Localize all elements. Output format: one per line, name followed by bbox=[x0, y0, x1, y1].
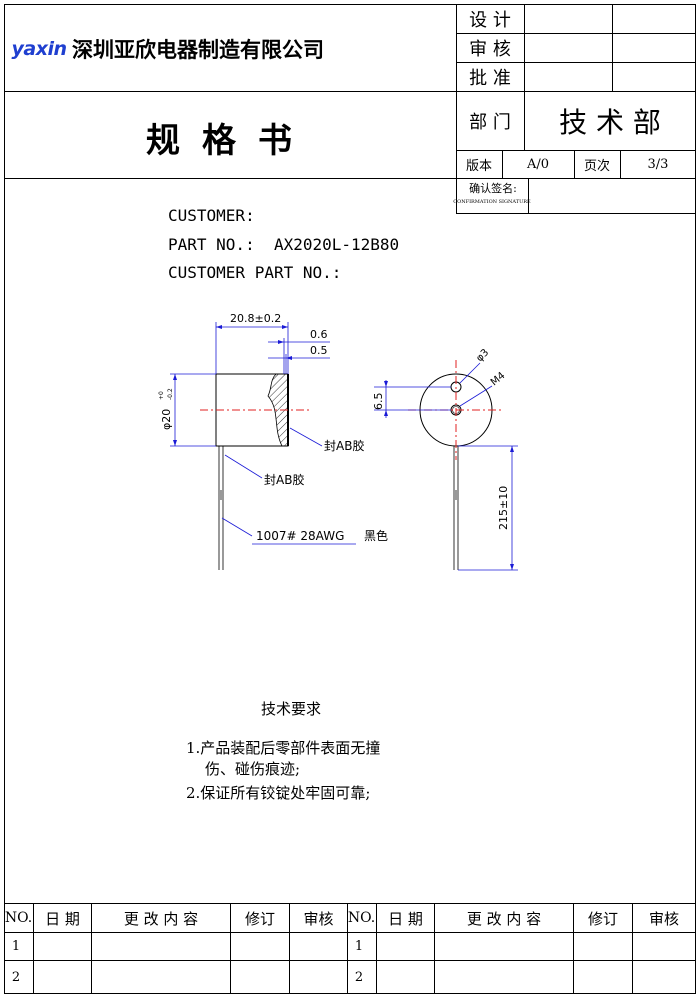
header-hline-title bbox=[4, 178, 696, 179]
dim-dia-tol-top: +0 bbox=[158, 391, 165, 400]
dim-length-label: 20.8±0.2 bbox=[230, 312, 281, 325]
dim-dia-tol-bot: -0.2 bbox=[167, 388, 174, 400]
leader-phi3 bbox=[459, 362, 481, 384]
ver-vline-2 bbox=[574, 150, 575, 178]
rev-hline-top bbox=[4, 903, 696, 904]
rev-vline-7 bbox=[434, 903, 435, 993]
approval-approve-signature[interactable] bbox=[525, 63, 611, 90]
version-label: 版本 bbox=[465, 158, 492, 174]
requirements-title: 技术要求 bbox=[261, 700, 322, 718]
rev-vline-2 bbox=[91, 903, 92, 993]
approval-design-signature[interactable] bbox=[525, 5, 611, 32]
rev-vline-6 bbox=[376, 903, 377, 993]
dim-06-label: 0.6 bbox=[310, 328, 328, 341]
department-value: 技 术 部 bbox=[559, 105, 661, 139]
leader-m4 bbox=[459, 385, 493, 407]
approval-vline-1 bbox=[524, 4, 525, 91]
rev-row-1-no-2: 1 bbox=[354, 939, 364, 954]
rev-vline-9 bbox=[632, 903, 633, 993]
company-name: 深圳亚欣电器制造有限公司 bbox=[72, 38, 324, 62]
requirement-1: 1.产品装配后零部件表面无撞 bbox=[186, 739, 381, 757]
approval-label-design: 设 计 bbox=[469, 9, 511, 31]
ver-vline-1 bbox=[502, 150, 503, 178]
requirement-1-cont: 伤、碰伤痕迹; bbox=[205, 760, 301, 778]
wire-front bbox=[453, 446, 459, 570]
confirm-signature-field[interactable] bbox=[529, 179, 695, 213]
confirm-sublabel: CONFIRMATION SIGNATURE bbox=[453, 199, 531, 205]
dim-65-label: 6.5 bbox=[372, 393, 385, 411]
frame-top bbox=[4, 4, 696, 5]
header-hline-company bbox=[4, 91, 696, 92]
requirement-2: 2.保证所有铰锭处牢固可靠; bbox=[186, 784, 371, 802]
leader-wire bbox=[221, 517, 253, 537]
rev-row-2-no-2: 2 bbox=[354, 969, 364, 985]
rev-vline-4 bbox=[289, 903, 290, 993]
part-number: PART NO.: AX2020L-12B80 bbox=[168, 235, 400, 254]
confirm-hline bbox=[456, 213, 696, 214]
company-logo: yaxin bbox=[11, 38, 67, 60]
wire-color-label: 黑色 bbox=[364, 529, 388, 543]
rev-header-check: 审核 bbox=[303, 909, 334, 928]
dim-215-label: 215±10 bbox=[497, 486, 510, 530]
page-value: 3/3 bbox=[647, 156, 669, 172]
dim-05-label: 0.5 bbox=[310, 344, 328, 357]
technical-drawing: 20.8±0.2 0.6 0.5 φ20 +0 -0.2 封AB胶 封AB胶 1… bbox=[158, 312, 518, 571]
approval-label-approve: 批 准 bbox=[469, 67, 511, 89]
customer-part-number: CUSTOMER PART NO.: bbox=[168, 263, 342, 282]
seal-label-1: 封AB胶 bbox=[324, 438, 364, 453]
rev-header-revise: 修订 bbox=[244, 909, 275, 928]
dim-m4-label: M4 bbox=[489, 370, 508, 388]
rev-header-check-2: 审核 bbox=[648, 909, 679, 928]
dept-vline bbox=[524, 91, 525, 150]
seal-label-2: 封AB胶 bbox=[264, 472, 304, 487]
approval-hline-1 bbox=[456, 33, 696, 34]
rev-header-content-2: 更 改 内 容 bbox=[466, 909, 542, 928]
leader-seal-2 bbox=[224, 454, 263, 479]
rev-header-revise-2: 修订 bbox=[587, 909, 618, 928]
department-label: 部 门 bbox=[469, 111, 511, 133]
rev-vline-3 bbox=[230, 903, 231, 993]
confirm-label: 确认签名: bbox=[469, 182, 517, 195]
customer-label: CUSTOMER: bbox=[168, 206, 255, 225]
dim-phi3-label: φ3 bbox=[474, 347, 491, 364]
dept-hline bbox=[456, 150, 696, 151]
rev-header-no: NO. bbox=[4, 910, 33, 926]
confirm-vline bbox=[528, 178, 529, 213]
frame-right bbox=[695, 4, 696, 994]
rev-vline-8 bbox=[573, 903, 574, 993]
rev-header-date-2: 日 期 bbox=[388, 909, 423, 928]
rev-hline-2 bbox=[4, 960, 696, 961]
approval-vline-2 bbox=[612, 4, 613, 91]
wire-side bbox=[218, 446, 224, 570]
rev-header-content: 更 改 内 容 bbox=[123, 909, 199, 928]
rev-header-date: 日 期 bbox=[45, 909, 80, 928]
rev-hline-1 bbox=[4, 932, 696, 933]
wire-spec-label: 1007# 28AWG bbox=[256, 529, 344, 543]
approval-hline-2 bbox=[456, 62, 696, 63]
frame-bottom bbox=[4, 993, 696, 994]
section-hatch bbox=[267, 373, 289, 447]
rev-vline-1 bbox=[33, 903, 34, 993]
page-label: 页次 bbox=[583, 158, 610, 174]
rev-vline-5 bbox=[347, 903, 348, 993]
version-value: A/0 bbox=[526, 156, 550, 172]
leader-seal-1 bbox=[289, 427, 323, 447]
rev-row-2-no: 2 bbox=[11, 969, 21, 985]
frame-left bbox=[4, 4, 5, 994]
dim-dia-label: φ20 bbox=[160, 409, 173, 430]
header-vline-main bbox=[456, 4, 457, 213]
rev-row-1-no: 1 bbox=[11, 939, 21, 954]
doc-title: 规格书 bbox=[146, 120, 314, 161]
approval-review-signature[interactable] bbox=[525, 34, 611, 61]
approval-label-review: 审 核 bbox=[469, 38, 511, 60]
rev-header-no-2: NO. bbox=[347, 910, 376, 926]
ver-vline-3 bbox=[620, 150, 621, 178]
